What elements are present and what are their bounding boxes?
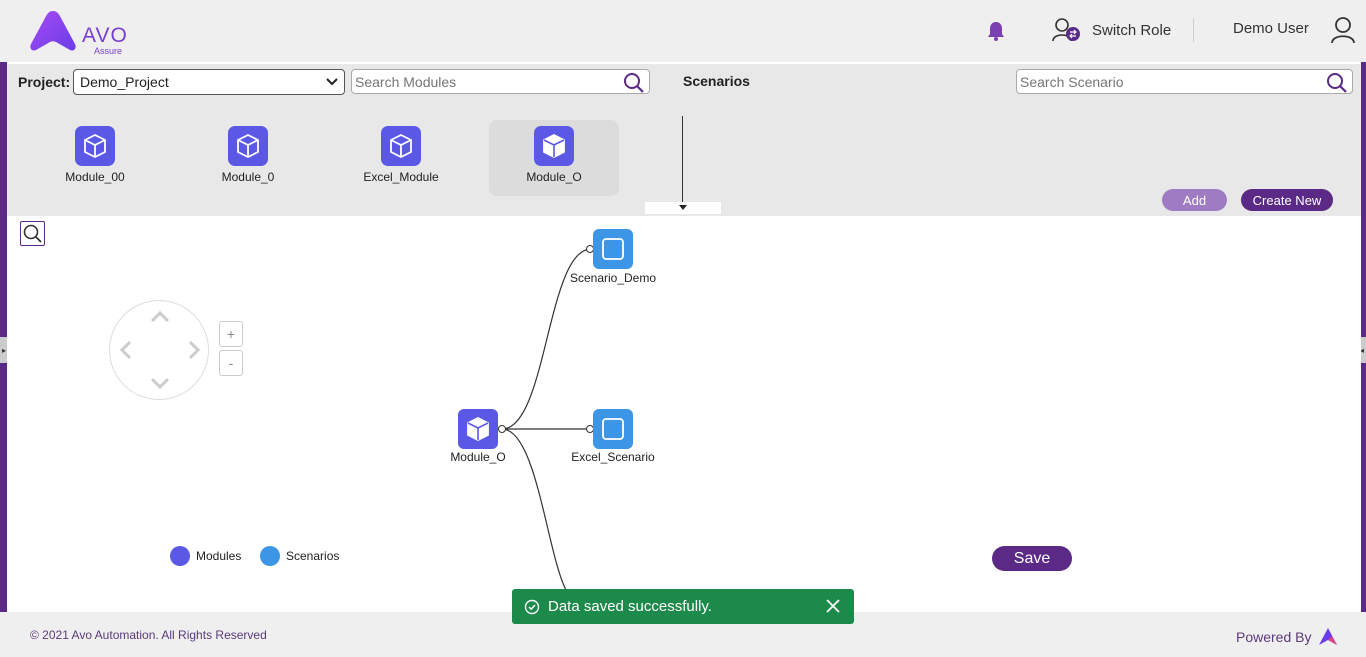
module-node-label: Module_O [450, 450, 506, 464]
module-card-label: Excel_Module [363, 170, 439, 184]
app-footer: © 2021 Avo Automation. All Rights Reserv… [0, 612, 1366, 657]
legend-scenarios: Scenarios [260, 546, 339, 566]
navigation-pad [109, 300, 209, 400]
project-select-value: Demo_Project [80, 74, 169, 90]
scenario-square-icon [593, 409, 633, 449]
header-divider [1193, 18, 1194, 42]
pan-down-icon[interactable] [148, 371, 172, 395]
scenarios-title: Scenarios [683, 73, 750, 89]
user-avatar-icon[interactable] [1330, 16, 1356, 44]
module-toolbar-panel: Project: Demo_Project Scenarios Module_0… [7, 64, 1361, 216]
pan-left-icon[interactable] [114, 338, 138, 362]
collapse-panel-toggle[interactable] [645, 202, 721, 214]
project-select[interactable]: Demo_Project [73, 69, 345, 95]
module-cube-icon [381, 126, 421, 166]
module-card[interactable]: Module_00 [30, 120, 160, 196]
switch-role-icon [1052, 18, 1080, 42]
search-icon [23, 224, 42, 243]
caret-down-icon [679, 205, 687, 210]
link-offscreen-node [501, 428, 568, 593]
search-modules-box[interactable] [351, 69, 650, 94]
create-new-button[interactable]: Create New [1241, 189, 1333, 211]
user-name[interactable]: Demo User [1233, 20, 1309, 37]
module-card-label: Module_0 [221, 170, 275, 184]
module-card[interactable]: Module_0 [183, 120, 313, 196]
legend-modules: Modules [170, 546, 241, 566]
zoom-in-button[interactable]: + [219, 321, 243, 347]
legend-module-dot [170, 546, 190, 566]
switch-role-label: Switch Role [1092, 21, 1172, 39]
node-port[interactable] [498, 425, 506, 433]
legend-scenario-dot [260, 546, 280, 566]
copyright-text: © 2021 Avo Automation. All Rights Reserv… [30, 628, 267, 642]
switch-role-button[interactable]: Switch Role [1052, 16, 1171, 44]
search-icon[interactable] [1326, 72, 1348, 94]
mindmap-canvas[interactable]: + - Module_O Scenario_Demo Excel_Scenari… [7, 216, 1361, 612]
zoom-out-button[interactable]: - [219, 350, 243, 376]
module-card-label: Module_O [526, 170, 582, 184]
success-toast: Data saved successfully. [512, 589, 854, 624]
node-links [498, 245, 594, 593]
module-cube-icon [75, 126, 115, 166]
pan-up-icon[interactable] [148, 305, 172, 329]
logo-text: AVO [82, 24, 128, 47]
search-scenario-input[interactable] [1020, 73, 1303, 90]
search-icon[interactable] [623, 72, 645, 94]
powered-by: Powered By [1236, 627, 1339, 647]
legend-modules-label: Modules [196, 549, 242, 563]
avo-logo-icon [30, 11, 76, 51]
canvas-search-button[interactable] [20, 221, 45, 246]
module-card-label: Module_00 [65, 170, 125, 184]
panel-divider-line [682, 116, 683, 206]
pan-right-icon[interactable] [182, 338, 206, 362]
left-expand-tab[interactable]: ▸ [0, 337, 8, 363]
search-modules-input[interactable] [355, 73, 605, 90]
avo-logo[interactable]: AVO Assure [28, 8, 138, 56]
chevron-down-icon [326, 78, 338, 86]
avo-mini-logo-icon [1319, 628, 1338, 645]
module-card[interactable]: Excel_Module [336, 120, 466, 196]
link-scenario-demo [501, 248, 592, 430]
search-scenario-box[interactable] [1016, 69, 1353, 94]
app-header: AVO Assure Switch Role Demo User [0, 0, 1366, 62]
toast-message: Data saved successfully. [548, 598, 712, 615]
module-card-selected[interactable]: Module_O [489, 120, 619, 196]
logo-subtext: Assure [94, 46, 123, 56]
scenario-square-icon [593, 229, 633, 269]
powered-by-label: Powered By [1236, 629, 1312, 645]
save-button[interactable]: Save [992, 546, 1072, 571]
scenario-node-label: Scenario_Demo [569, 271, 657, 285]
module-cube-icon [458, 409, 498, 449]
right-expand-tab[interactable]: ◂ [1358, 337, 1366, 363]
notification-bell-icon[interactable] [985, 20, 1007, 42]
add-button[interactable]: Add [1162, 189, 1227, 211]
scenario-node-label: Excel_Scenario [571, 450, 655, 464]
module-cube-icon [534, 126, 574, 166]
legend-scenarios-label: Scenarios [286, 549, 340, 563]
close-icon[interactable] [826, 599, 840, 613]
project-label: Project: [18, 74, 71, 90]
module-cube-icon [228, 126, 268, 166]
check-circle-icon [524, 599, 540, 614]
